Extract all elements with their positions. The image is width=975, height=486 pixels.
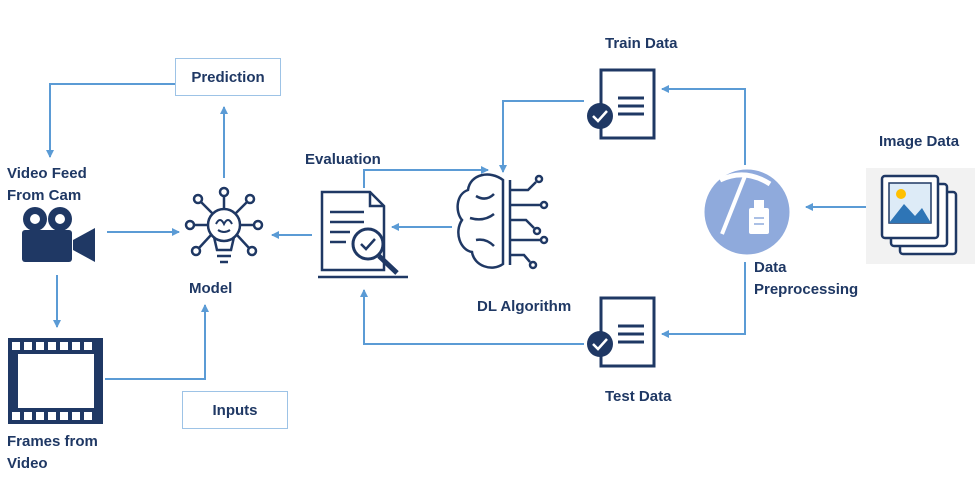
prediction-label: Prediction [191,68,265,86]
lightbulb-brain-icon [184,186,264,264]
frames-label: Frames from Video [7,433,98,472]
arrow-preprocessing-to-test [661,262,746,338]
test-data-label: Test Data [605,388,672,405]
arrow-preprocessing-to-train [661,85,746,165]
data-preprocessing-label: Data Preprocessing [754,259,859,298]
inputs-box: Inputs [182,391,288,429]
document-check-icon [587,296,656,368]
arrow-test-to-evaluation [360,289,584,345]
brain-circuit-icon [456,173,549,270]
dl-algorithm-label: DL Algorithm [477,298,572,315]
model-label: Model [189,280,233,297]
inputs-label: Inputs [212,401,258,419]
video-camera-icon [22,207,95,262]
image-stack-icon [866,168,975,264]
prediction-box: Prediction [175,58,281,96]
evaluation-label: Evaluation [305,151,381,168]
arrow-frames-to-model [105,304,209,380]
image-data-label: Image Data [879,133,960,150]
film-strip-icon [8,338,103,424]
pickaxe-bottle-icon [701,166,793,258]
connectors [46,83,866,380]
video-feed-label: Video Feed From Cam [7,165,87,204]
document-magnifier-icon [318,190,408,279]
arrow-evaluation-to-brain [363,166,489,188]
document-check-icon [587,68,656,140]
arrow-train-to-brain [499,100,584,173]
arrow-prediction-to-video-feed [46,83,175,158]
train-data-label: Train Data [605,35,678,52]
